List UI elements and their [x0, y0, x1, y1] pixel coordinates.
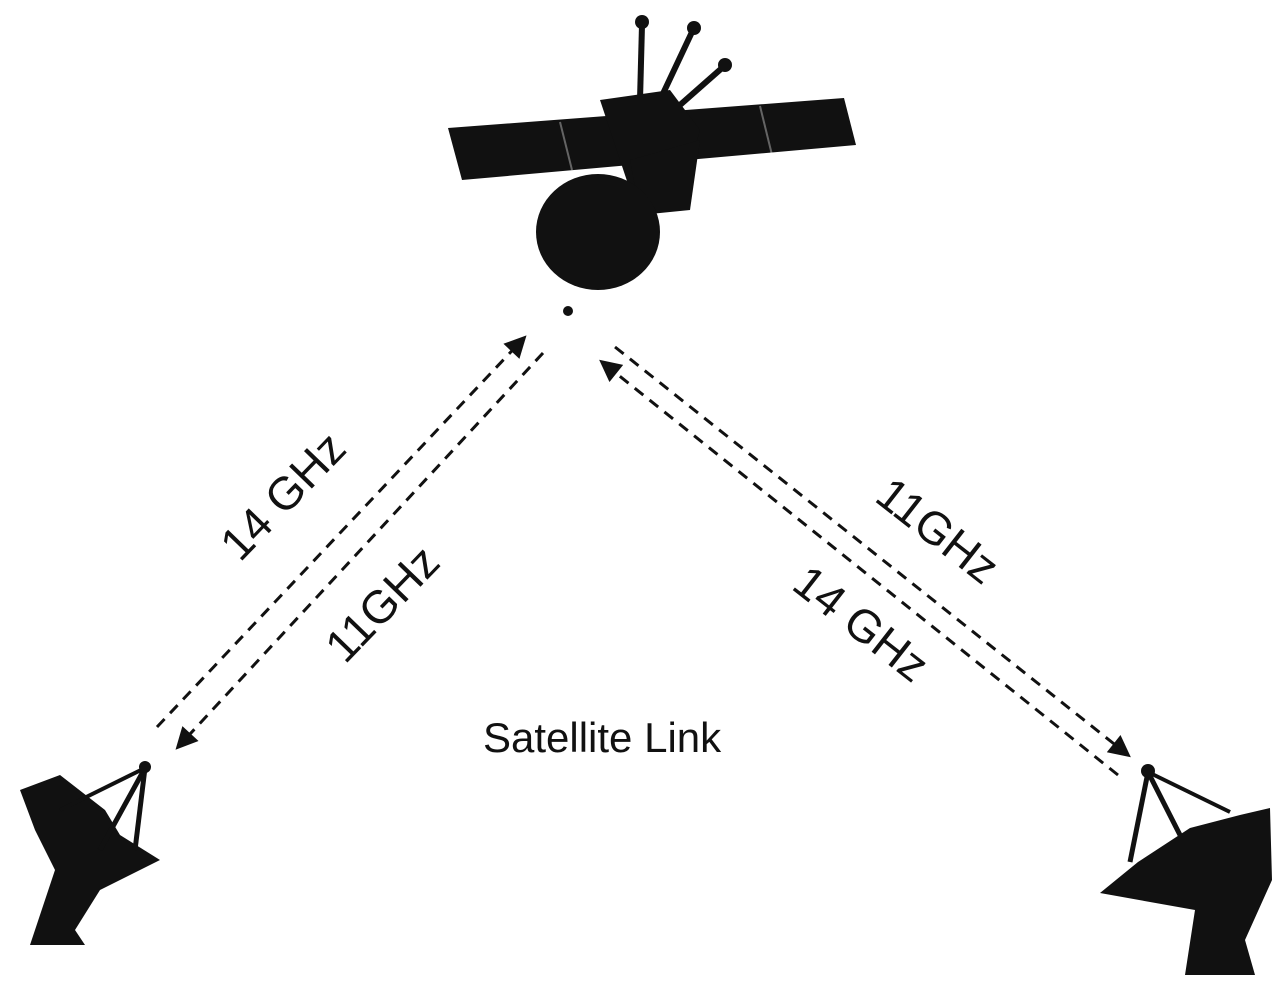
left-uplink-beam	[155, 335, 527, 729]
left-downlink-beam	[175, 351, 545, 750]
right-ground-dish-icon	[1100, 764, 1272, 975]
right-uplink-label: 14 GHz	[784, 555, 939, 692]
right-downlink-beam	[614, 345, 1131, 758]
right-uplink-beam	[599, 359, 1119, 777]
left-ground-dish-icon	[20, 761, 160, 945]
diagram-caption: Satellite Link	[483, 714, 722, 761]
left-uplink-label: 14 GHz	[210, 422, 356, 570]
right-downlink-label: 11GHz	[867, 467, 1009, 594]
left-downlink-label: 11GHz	[315, 535, 449, 672]
satellite-icon	[448, 15, 856, 316]
